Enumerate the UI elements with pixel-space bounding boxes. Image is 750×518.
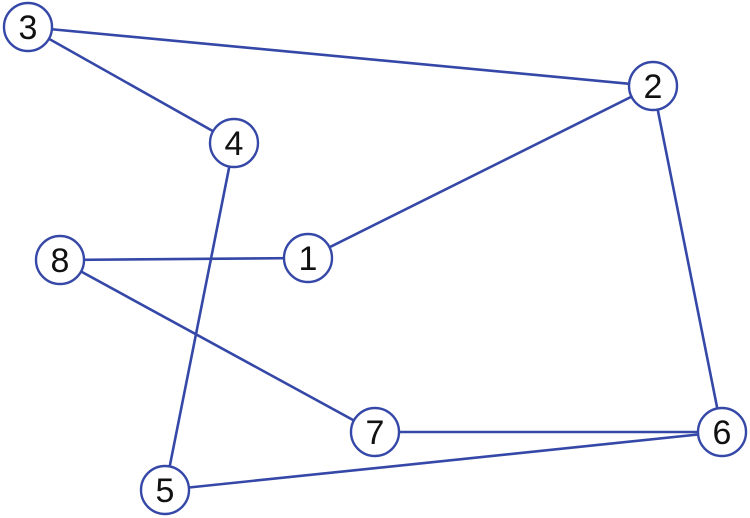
edge-3-4 (26, 25, 236, 145)
node-label: 3 (19, 9, 38, 47)
node-label: 4 (225, 125, 244, 163)
edge-8-7 (58, 258, 377, 434)
node-circle (2, 1, 54, 53)
node-circle (34, 234, 86, 286)
node-label: 7 (366, 414, 385, 452)
edge-4-5 (163, 141, 236, 492)
node-circle (627, 60, 679, 112)
node-circle (349, 406, 401, 458)
edge-2-1 (306, 84, 655, 260)
node-7: 7 (349, 406, 401, 458)
edge-3-2 (26, 25, 655, 88)
node-circle (696, 406, 748, 458)
node-circle (282, 232, 334, 284)
node-label: 2 (644, 68, 663, 106)
node-circle (208, 117, 260, 169)
node-1: 1 (282, 232, 334, 284)
node-8: 8 (34, 234, 86, 286)
edge-8-1 (58, 256, 310, 262)
node-3: 3 (2, 1, 54, 53)
node-label: 6 (713, 414, 732, 452)
edge-2-6 (651, 84, 724, 434)
node-label: 8 (51, 242, 70, 280)
node-2: 2 (627, 60, 679, 112)
node-6: 6 (696, 406, 748, 458)
node-label: 5 (156, 472, 175, 510)
node-4: 4 (208, 117, 260, 169)
edges-layer (26, 25, 724, 492)
node-label: 1 (299, 240, 318, 278)
node-5: 5 (139, 464, 191, 516)
node-circle (139, 464, 191, 516)
edge-5-6 (163, 430, 724, 492)
